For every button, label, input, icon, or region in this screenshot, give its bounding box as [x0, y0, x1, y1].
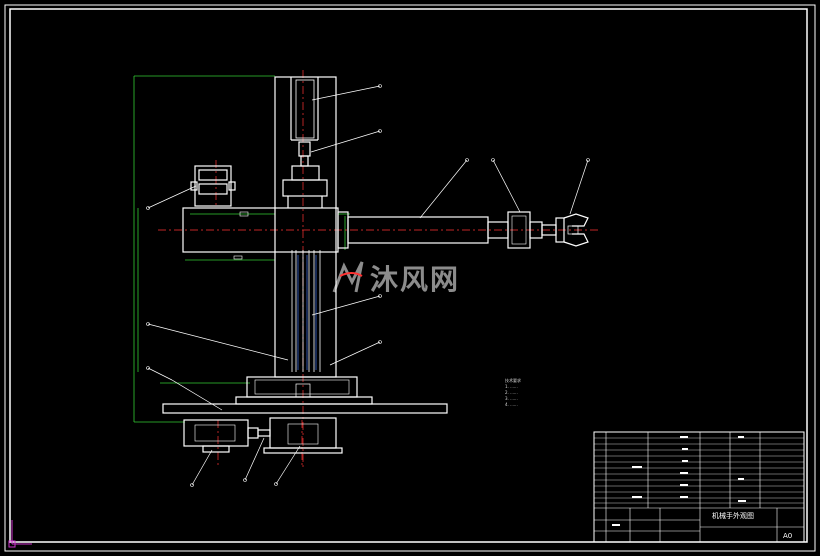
title-block-entries	[612, 436, 746, 526]
base-assembly	[162, 376, 448, 454]
drawing-title: 机械手外观图	[712, 512, 754, 520]
tech-note-line: 4. ......	[505, 402, 518, 407]
tech-note-line: 1. ......	[505, 384, 518, 389]
tech-notes-heading: 技术要求	[505, 378, 521, 383]
guide-rods	[291, 250, 321, 372]
arm-housing	[182, 165, 349, 260]
dimension-lines	[133, 75, 350, 423]
vertical-column	[274, 76, 337, 378]
tech-note-line: 2. ......	[505, 390, 518, 395]
extending-arm	[347, 211, 589, 249]
tech-note-line: 3. ......	[505, 396, 518, 401]
inner-frame	[9, 8, 808, 543]
title-block-rows	[594, 437, 804, 504]
sheet-size-label: A0	[783, 532, 793, 540]
callout-markers	[146, 84, 590, 487]
outer-frame	[4, 4, 816, 552]
ucs-axis-icon	[8, 520, 32, 548]
leader-lines	[147, 85, 589, 486]
technical-notes: 技术要求 1. ...... 2. ...... 3. ...... 4. ..…	[505, 378, 521, 408]
hatching	[297, 255, 317, 370]
title-block	[593, 431, 805, 543]
watermark-text: 沐风网	[370, 263, 461, 296]
watermark-logo-icon	[332, 261, 364, 293]
